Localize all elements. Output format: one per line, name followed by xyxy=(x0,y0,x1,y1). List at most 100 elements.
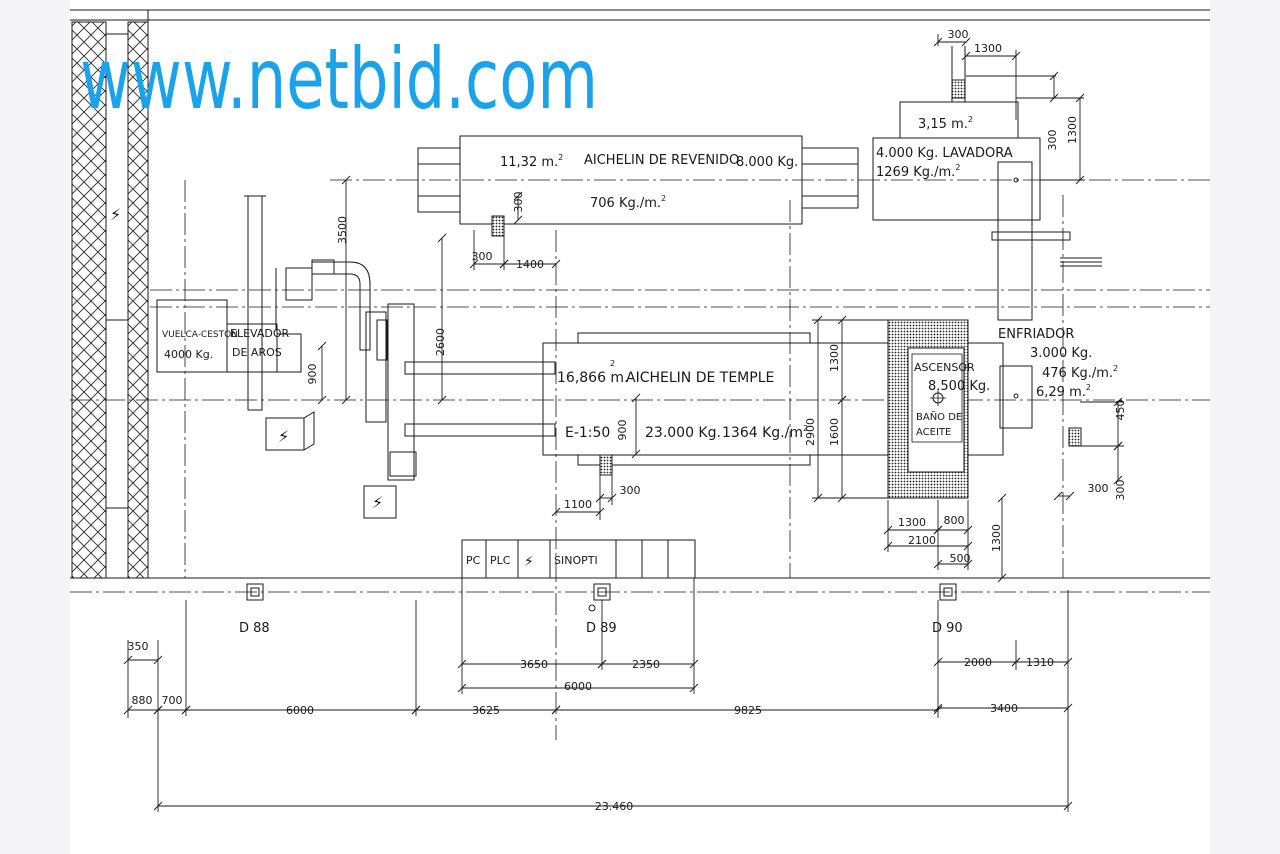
dim-t_1100: 1100 xyxy=(564,498,592,511)
dimension-labels: 300 1300 300 1300 3500 300 300 1400 2600 900 1300 2… xyxy=(128,28,1128,813)
dimension-lines xyxy=(123,34,1124,812)
revenido-capacity: 8.000 Kg. xyxy=(736,155,798,170)
dim-top_300: 300 xyxy=(948,28,969,41)
electric-boxes xyxy=(265,411,397,519)
dim-v900_left: 900 xyxy=(306,364,319,385)
dim-h2100: 2100 xyxy=(908,534,936,547)
enfriador-name: ENFRIADOR xyxy=(998,327,1074,342)
temple-furnace xyxy=(387,303,1004,481)
svg-text:6,29 m.2: 6,29 m.2 xyxy=(1036,383,1091,400)
dim-right_300: 300 xyxy=(1046,130,1059,151)
dim-h800: 800 xyxy=(944,514,965,527)
dim-h3625: 3625 xyxy=(472,704,500,717)
panel-cell: PLC xyxy=(490,554,511,567)
vuelca-l1: VUELCA-CESTON xyxy=(162,330,238,340)
dim-h1300: 1300 xyxy=(898,516,926,529)
enfriador-cap: 3.000 Kg. xyxy=(1030,346,1092,361)
temple-area: 16,866 m. xyxy=(557,370,629,386)
dim-h2000: 2000 xyxy=(964,656,992,669)
column-label: D 89 xyxy=(586,621,617,636)
dim-v1300_b: 1300 xyxy=(990,524,1003,552)
dim-v1300_c: 1300 xyxy=(828,344,841,372)
dim-v900_t: 900 xyxy=(616,420,629,441)
dim-top_1300: 1300 xyxy=(974,42,1002,55)
panel-cell: PC xyxy=(466,554,481,567)
dim-rev_300h: 300 xyxy=(472,250,493,263)
dim-v300_r: 300 xyxy=(1114,480,1127,501)
temple-name: AICHELIN DE TEMPLE xyxy=(626,370,774,386)
revenido-ratio: 706 Kg./m. xyxy=(590,196,661,211)
temple-hatch xyxy=(599,454,613,476)
dim-v1600: 1600 xyxy=(828,418,841,446)
columns: D 88 D 89 D 90 xyxy=(239,583,963,636)
dim-v3500: 3500 xyxy=(336,216,349,244)
lavadora-line1: 4.000 Kg. LAVADORA xyxy=(876,146,1013,161)
svg-text:11,32 m.2: 11,32 m.2 xyxy=(500,153,563,170)
elevador-l1: ELEVADOR xyxy=(230,327,290,340)
enfriador-area: 6,29 m. xyxy=(1036,385,1086,400)
dim-h6000b: 6000 xyxy=(286,704,314,717)
electric-box-icon-2: ⚡ xyxy=(372,493,383,512)
drawing-sheet xyxy=(70,0,1210,854)
dim-h3400: 3400 xyxy=(990,702,1018,715)
temple-scale: E-1:50 xyxy=(565,425,610,441)
dim-h6000a: 6000 xyxy=(564,680,592,693)
control-panel: PC PLC SINOPTI ⚡ xyxy=(461,539,696,579)
revenido-name: AICHELIN DE REVENIDO xyxy=(584,153,739,168)
elevador-l2: DE AROS xyxy=(232,346,282,359)
lavadora-area: 3,15 m. xyxy=(918,117,968,132)
dim-h2350: 2350 xyxy=(632,658,660,671)
column-label: D 88 xyxy=(239,621,270,636)
svg-text:476 Kg./m.2: 476 Kg./m.2 xyxy=(1042,364,1118,381)
dim-h1310: 1310 xyxy=(1026,656,1054,669)
lavadora-hatch xyxy=(951,79,966,99)
panel-bolt-icon: ⚡ xyxy=(524,554,534,570)
revenido-area: 11,32 m. xyxy=(500,155,558,170)
dim-h9825: 9825 xyxy=(734,704,762,717)
dim-h700: 700 xyxy=(162,694,183,707)
left-wall-hatch xyxy=(71,21,107,579)
dim-right_1300: 1300 xyxy=(1066,116,1079,144)
dim-h350: 350 xyxy=(128,640,149,653)
enfriador-ratio: 476 Kg./m. xyxy=(1042,366,1113,381)
temple-capacity: 23.000 Kg. xyxy=(645,425,721,441)
column-label: D 90 xyxy=(932,621,963,636)
enfriador-hatch xyxy=(1068,427,1082,447)
lavadora-line2: 1269 Kg./m. xyxy=(876,165,955,180)
ascensor-l4: ACEITE xyxy=(916,427,951,438)
ascensor-l2: 8.500 Kg. xyxy=(928,379,990,394)
dim-h300_r: 300 xyxy=(1088,482,1109,495)
dim-v2900: 2900 xyxy=(804,418,817,446)
dim-h3650: 3650 xyxy=(520,658,548,671)
svg-text:3,15 m.2: 3,15 m.2 xyxy=(918,115,973,132)
panel-cell: SINOPTI xyxy=(554,554,598,567)
revenido-furnace xyxy=(417,135,859,225)
ascensor-l3: BAÑO DE xyxy=(916,410,962,423)
svg-text:16,866 m.: 16,866 m. xyxy=(557,370,629,386)
dim-t_300: 300 xyxy=(620,484,641,497)
axis-lines xyxy=(70,179,1210,740)
electric-bolt-icon: ⚡ xyxy=(110,205,121,224)
revenido-hatch xyxy=(491,215,505,237)
dim-total: 23.460 xyxy=(595,800,634,813)
dim-v450: 450 xyxy=(1114,400,1127,421)
temple-ratio: 1364 Kg./m xyxy=(722,425,803,441)
svg-text:1364 Kg./m2: 1364 Kg./m2 xyxy=(722,424,808,441)
svg-text:2: 2 xyxy=(610,359,615,368)
ascensor-l1: ASCENSOR xyxy=(914,361,975,374)
vuelca-l2: 4000 Kg. xyxy=(164,348,213,361)
svg-text:706 Kg./m.2: 706 Kg./m.2 xyxy=(590,194,666,211)
dim-rev_300v: 300 xyxy=(512,192,525,213)
enfriador xyxy=(991,161,1102,429)
lavadora xyxy=(872,46,1041,221)
dim-h500: 500 xyxy=(950,552,971,565)
dim-h880: 880 xyxy=(132,694,153,707)
watermark: www.netbid.com xyxy=(80,30,598,128)
electric-box-icon-1: ⚡ xyxy=(278,427,289,446)
dim-rev_1400: 1400 xyxy=(516,258,544,271)
dim-v2600: 2600 xyxy=(434,328,447,356)
svg-text:1269 Kg./m.2: 1269 Kg./m.2 xyxy=(876,163,960,180)
vuelca-elevador xyxy=(156,195,417,477)
